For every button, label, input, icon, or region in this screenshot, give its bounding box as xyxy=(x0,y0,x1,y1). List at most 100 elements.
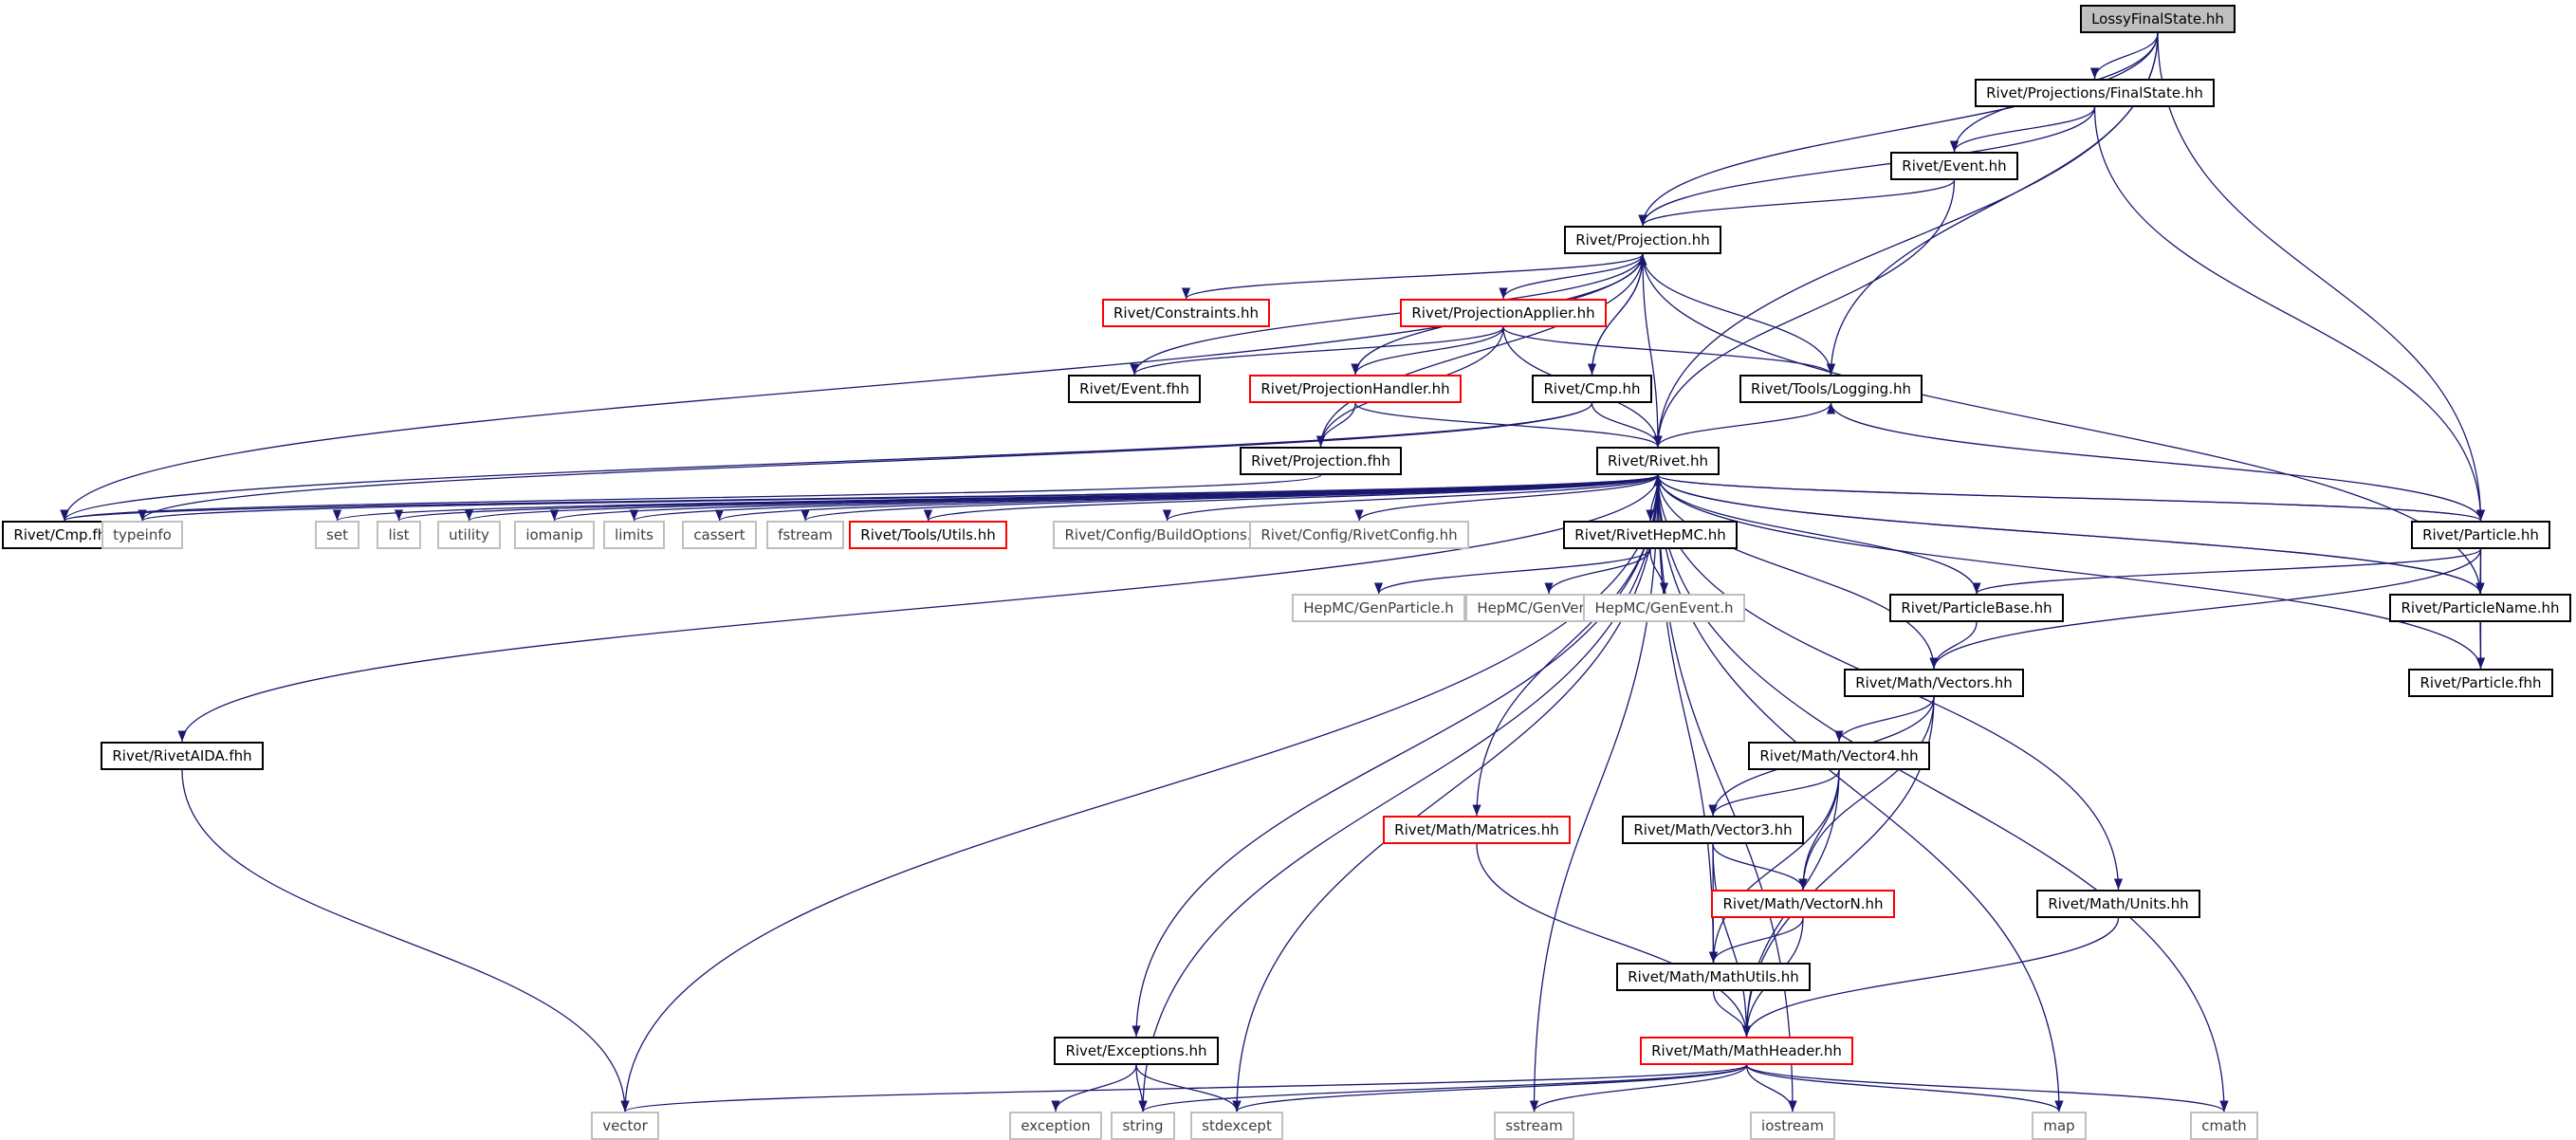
edge-particle-to-logging xyxy=(1826,402,2482,522)
edge-event-to-rivet xyxy=(1653,179,1956,448)
edge-rivet-to-exceptions xyxy=(1132,474,1659,1038)
edge-projection-to-eventfhh xyxy=(1130,253,1644,376)
edge-mathheader-to-vector xyxy=(620,1064,1748,1112)
node-rivet-rivetaida-fhh[interactable]: Rivet/RivetAIDA.fhh xyxy=(101,742,264,770)
edge-projapplier-to-eventfhh xyxy=(1130,326,1504,376)
node-rivet-particlebase-hh[interactable]: Rivet/ParticleBase.hh xyxy=(1889,594,2064,622)
node-rivet-math-vector4-hh[interactable]: Rivet/Math/Vector4.hh xyxy=(1748,742,1930,770)
edge-projection-to-logging xyxy=(1642,253,1836,376)
edge-particle-to-particlebase xyxy=(1972,548,2482,595)
edge-aida-to-vector xyxy=(181,769,630,1112)
node-list: list xyxy=(377,521,421,549)
node-rivet-math-mathheader-hh[interactable]: Rivet/Math/MathHeader.hh xyxy=(1640,1037,1853,1065)
edge-finalstate-to-event xyxy=(1949,106,2096,153)
edge-mathheader-to-cmath xyxy=(1745,1064,2229,1112)
node-rivet-math-mathutils-hh[interactable]: Rivet/Math/MathUtils.hh xyxy=(1616,963,1811,991)
node-iostream: iostream xyxy=(1750,1112,1835,1140)
node-rivet-event-hh[interactable]: Rivet/Event.hh xyxy=(1890,152,2018,180)
edge-mathheader-to-iostream xyxy=(1745,1064,1797,1112)
node-rivet-math-matrices-hh[interactable]: Rivet/Math/Matrices.hh xyxy=(1383,816,1571,844)
node-limits: limits xyxy=(603,521,665,549)
edge-rivet-to-fstream xyxy=(800,474,1659,522)
edge-mathheader-to-map xyxy=(1745,1064,2064,1112)
edge-rivet-to-utility xyxy=(465,474,1659,522)
node-sstream: sstream xyxy=(1494,1112,1574,1140)
edge-rivethepmc-to-genparticle xyxy=(1373,548,1651,595)
edge-mathheader-to-string xyxy=(1138,1064,1748,1112)
edge-particle-to-vectors xyxy=(1929,548,2482,670)
edge-vector3-to-vectorn xyxy=(1712,843,1808,891)
edge-vectorn-to-mathutils xyxy=(1708,917,1804,964)
edge-projection-to-projapplier xyxy=(1499,253,1644,300)
edge-vectors-to-vector4 xyxy=(1834,696,1935,743)
edge-mathheader-to-sstream xyxy=(1529,1064,1748,1112)
node-cmath: cmath xyxy=(2190,1112,2258,1140)
edges xyxy=(60,32,2486,1112)
node-rivet-exceptions-hh[interactable]: Rivet/Exceptions.hh xyxy=(1054,1037,1219,1065)
node-stdexcept: stdexcept xyxy=(1190,1112,1283,1140)
edge-mathutils-to-mathheader xyxy=(1712,990,1752,1038)
node-rivet-projectionapplier-hh[interactable]: Rivet/ProjectionApplier.hh xyxy=(1400,299,1607,327)
edge-vector3-to-mathheader xyxy=(1712,843,1752,1038)
node-rivet-cmp-hh[interactable]: Rivet/Cmp.hh xyxy=(1532,375,1652,403)
edge-event-to-projection xyxy=(1638,179,1956,227)
edge-rivethepmc-to-genevent xyxy=(1649,548,1669,595)
edge-particlename-to-particlefhh xyxy=(2475,621,2486,670)
edge-particlebase-to-vectors xyxy=(1929,621,1978,670)
edge-finalstate-to-particle xyxy=(2093,106,2486,522)
node-rivet-particle-fhh[interactable]: Rivet/Particle.fhh xyxy=(2408,669,2553,697)
node-rivet-math-units-hh[interactable]: Rivet/Math/Units.hh xyxy=(2036,890,2200,918)
node-hepmc-genevent-h: HepMC/GenEvent.h xyxy=(1583,594,1745,622)
edge-mathheader-to-stdexcept xyxy=(1232,1064,1748,1112)
node-fstream: fstream xyxy=(766,521,844,549)
node-rivet-rivet-hh[interactable]: Rivet/Rivet.hh xyxy=(1596,447,1720,475)
node-rivet-config-rivetconfig-hh: Rivet/Config/RivetConfig.hh xyxy=(1249,521,1469,549)
edge-lossy-to-finalstate xyxy=(2089,32,2159,80)
edge-rivet-to-vector xyxy=(620,474,1659,1112)
node-rivet-projectionhandler-hh[interactable]: Rivet/ProjectionHandler.hh xyxy=(1249,375,1462,403)
node-rivet-projections-finalstate-hh[interactable]: Rivet/Projections/FinalState.hh xyxy=(1975,79,2215,107)
node-cassert: cassert xyxy=(682,521,757,549)
node-rivet-particle-hh[interactable]: Rivet/Particle.hh xyxy=(2411,521,2550,549)
edge-particlefhh-to-rivet xyxy=(1653,474,2482,670)
edge-rivet-to-map xyxy=(1657,474,2064,1112)
node-lossyfinalstate-hh[interactable]: LossyFinalState.hh xyxy=(2080,5,2236,33)
edge-particlebase-to-rivet xyxy=(1653,474,1978,595)
edge-projapplier-to-logging xyxy=(1502,326,1836,376)
edge-projection-to-rivet xyxy=(1642,253,1663,448)
edge-rivet-to-string xyxy=(1138,474,1659,1112)
edge-finalstate-to-projection xyxy=(1638,106,2096,227)
edge-particle-to-rivet xyxy=(1653,474,2482,522)
node-rivet-config-buildoptions-hh: Rivet/Config/BuildOptions.hh xyxy=(1053,521,1281,549)
node-hepmc-genparticle-h: HepMC/GenParticle.h xyxy=(1292,594,1465,622)
edge-rivet-to-buildopts xyxy=(1163,474,1659,522)
node-rivet-event-fhh[interactable]: Rivet/Event.fhh xyxy=(1068,375,1201,403)
node-utility: utility xyxy=(437,521,501,549)
edge-rivet-to-list xyxy=(395,474,1659,522)
edge-lossy-to-particle xyxy=(2157,32,2486,522)
node-rivet-projection-hh[interactable]: Rivet/Projection.hh xyxy=(1564,226,1721,254)
edge-rivethepmc-to-genvertex xyxy=(1544,548,1651,595)
node-rivet-projection-fhh[interactable]: Rivet/Projection.fhh xyxy=(1240,447,1402,475)
edge-rivet-to-sstream xyxy=(1529,474,1659,1112)
edge-rivet-to-mathutils xyxy=(1657,474,1719,964)
node-rivet-math-vectorn-hh[interactable]: Rivet/Math/VectorN.hh xyxy=(1711,890,1895,918)
node-rivet-rivethepmc-hh[interactable]: Rivet/RivetHepMC.hh xyxy=(1563,521,1738,549)
edge-logging-to-rivet xyxy=(1653,402,1832,448)
node-rivet-tools-utils-hh[interactable]: Rivet/Tools/Utils.hh xyxy=(849,521,1007,549)
edge-vectors-to-vectorn xyxy=(1798,696,1935,891)
edge-exceptions-to-exception xyxy=(1051,1064,1137,1112)
node-rivet-constraints-hh[interactable]: Rivet/Constraints.hh xyxy=(1102,299,1270,327)
edge-projection-to-particlename xyxy=(1642,253,2485,595)
edge-cmphh-to-typeinfo xyxy=(138,402,1593,522)
node-rivet-particlename-hh[interactable]: Rivet/ParticleName.hh xyxy=(2389,594,2571,622)
node-map: map xyxy=(2032,1112,2087,1140)
edge-rivet-to-utils xyxy=(924,474,1659,522)
node-rivet-math-vectors-hh[interactable]: Rivet/Math/Vectors.hh xyxy=(1844,669,2024,697)
node-rivet-tools-logging-hh[interactable]: Rivet/Tools/Logging.hh xyxy=(1739,375,1923,403)
edge-rivet-to-vectors xyxy=(1657,474,1939,670)
node-set: set xyxy=(315,521,359,549)
edge-rivet-to-rivetconfig xyxy=(1354,474,1659,522)
node-rivet-math-vector3-hh[interactable]: Rivet/Math/Vector3.hh xyxy=(1622,816,1804,844)
node-exception: exception xyxy=(1009,1112,1102,1140)
